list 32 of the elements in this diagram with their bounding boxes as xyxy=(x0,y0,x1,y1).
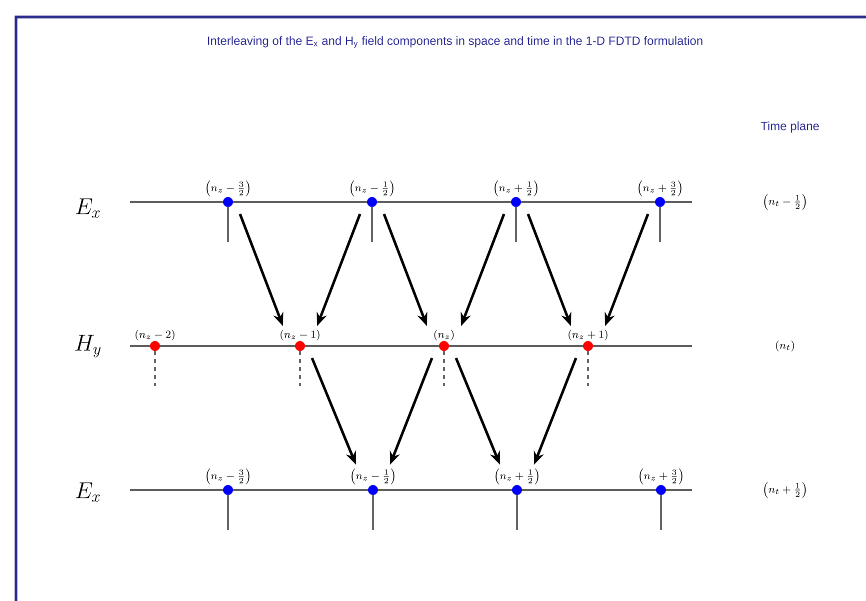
node-label: $\left(n_z-\frac{3}{2}\right)$ xyxy=(206,180,250,196)
axis-title: Time plane xyxy=(760,121,819,133)
node-label: $\left(n_z-1\right)$ xyxy=(280,330,320,340)
grid-point: $\left(n_z+\frac{1}{2}\right)$ xyxy=(494,180,538,242)
node-label: $\left(n_z+\frac{3}{2}\right)$ xyxy=(638,180,682,196)
grid-point: $\left(n_z\right)$ xyxy=(434,330,454,386)
time-label: $\left(n_t+\frac{1}{2}\right)$ xyxy=(764,482,806,498)
grid-point: $\left(n_z-\frac{1}{2}\right)$ xyxy=(350,180,394,242)
row-label: $E_x$ xyxy=(76,198,100,218)
node-label: $\left(n_z+\frac{3}{2}\right)$ xyxy=(640,468,682,484)
node-label: $\left(n_z+\frac{1}{2}\right)$ xyxy=(494,180,538,196)
grid-point: $\left(n_z-\frac{1}{2}\right)$ xyxy=(352,468,394,530)
node-label: $\left(n_z-\frac{1}{2}\right)$ xyxy=(352,468,394,484)
node-label: $\left(n_z\right)$ xyxy=(434,330,454,340)
title: Interleaving of the E$_{x}$ and H$_{y}$ field components in space and time in the 1-D FDTD formulation xyxy=(208,36,702,48)
time-label: $\left(n_t-\frac{1}{2}\right)$ xyxy=(764,194,806,210)
node-label: $\left(n_z+\frac{1}{2}\right)$ xyxy=(496,468,538,484)
node-label: $\left(n_z+1\right)$ xyxy=(568,330,608,340)
grid-point: $\left(n_z+\frac{3}{2}\right)$ xyxy=(640,468,682,530)
grid-point: $\left(n_z-\frac{3}{2}\right)$ xyxy=(206,468,250,530)
node-label: $\left(n_z-\frac{3}{2}\right)$ xyxy=(206,468,250,484)
grid-point: $\left(n_z+\frac{3}{2}\right)$ xyxy=(638,180,682,242)
grid-point: $\left(n_z-2\right)$ xyxy=(136,330,174,386)
grid-point: $\left(n_z+\frac{1}{2}\right)$ xyxy=(496,468,538,530)
row-label: $H_y$ xyxy=(75,334,101,358)
row-label: $E_x$ xyxy=(76,482,100,502)
node-label: $\left(n_z-2\right)$ xyxy=(136,330,174,340)
node-label: $\left(n_z-\frac{1}{2}\right)$ xyxy=(350,180,394,196)
grid-point: $\left(n_z+1\right)$ xyxy=(568,330,608,386)
grid-point: $\left(n_z-1\right)$ xyxy=(280,330,320,386)
grid-point: $\left(n_z-\frac{3}{2}\right)$ xyxy=(206,180,250,242)
time-label: $\left(n_t\right)$ xyxy=(776,340,794,352)
